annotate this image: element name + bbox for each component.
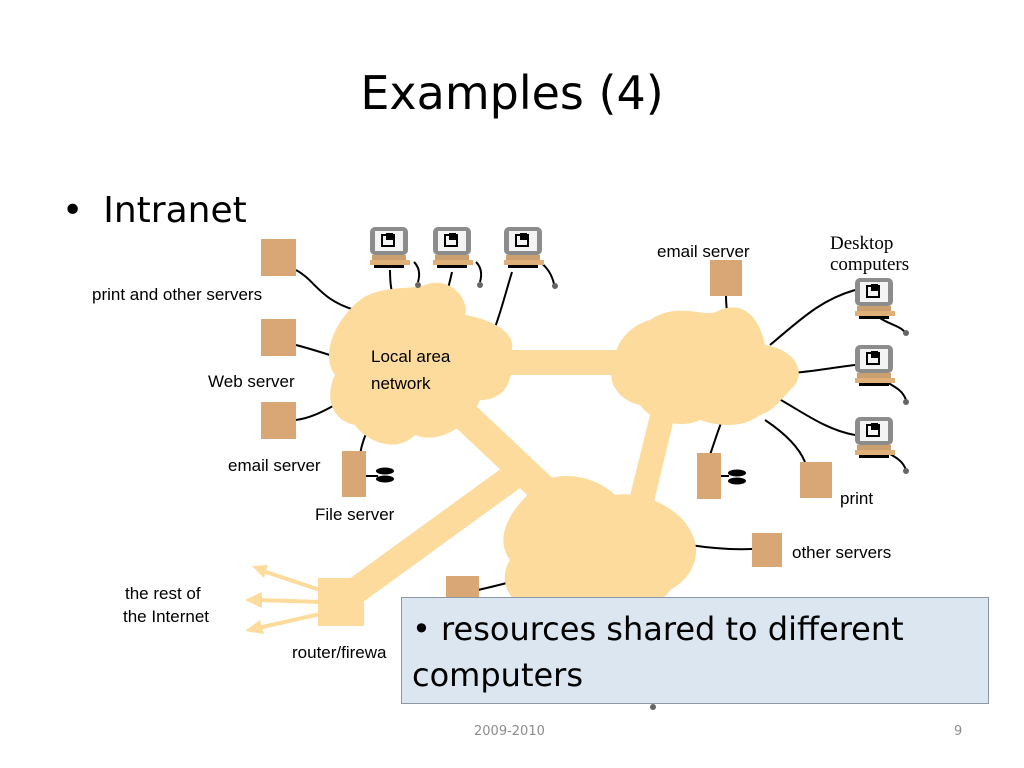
callout-text: • resources shared to different computer… — [412, 610, 904, 694]
computer-icon — [369, 226, 411, 269]
print-label: print — [840, 489, 873, 508]
computer-icon — [503, 226, 545, 269]
rest-of-internet-line1: the rest of — [125, 584, 201, 603]
email-server-left-label: email server — [228, 456, 321, 475]
right-file-server-box — [697, 453, 721, 499]
web-server-label: Web server — [208, 372, 295, 391]
router-firewall-label: router/firewa — [292, 643, 387, 662]
web-server-box — [261, 319, 296, 356]
file-server-box — [342, 451, 366, 497]
bullet-dot: • — [62, 190, 84, 231]
lan-label-line1: Local area — [371, 347, 451, 366]
computer-icon — [854, 277, 896, 320]
bullet-intranet: • Intranet — [62, 190, 247, 231]
disk-icons — [366, 467, 746, 485]
network-clouds — [318, 282, 799, 626]
desktop-label-line1: Desktop — [830, 233, 893, 254]
computer-icon — [854, 344, 896, 387]
link-router-center — [334, 468, 520, 610]
center-cloud — [503, 475, 697, 605]
right-cloud — [611, 307, 799, 425]
email-server-right-box — [710, 260, 742, 296]
computer-icon — [432, 226, 474, 269]
slide-title: Examples (4) — [360, 66, 664, 120]
page-number: 9 — [954, 724, 963, 739]
internet-arrows — [245, 565, 321, 634]
email-server-left-box — [261, 402, 296, 439]
bullet-text: Intranet — [103, 190, 247, 231]
print-servers-label: print and other servers — [92, 285, 262, 304]
print-other-server-box — [261, 239, 296, 276]
computer-icon — [854, 416, 896, 459]
mouse-icons — [415, 282, 909, 710]
desktop-label-line2: computers — [830, 254, 909, 275]
rest-of-internet-line2: the Internet — [123, 607, 209, 626]
lan-cloud — [329, 282, 513, 445]
other-servers-label: other servers — [792, 543, 891, 562]
callout-box: • resources shared to different computer… — [401, 597, 989, 704]
print-server-box — [800, 462, 832, 498]
servers — [261, 239, 832, 604]
other-servers-box — [752, 533, 782, 567]
email-server-right-label: email server — [657, 242, 750, 261]
router-firewall-box — [318, 578, 364, 626]
file-server-label: File server — [315, 505, 395, 524]
footer-date: 2009-2010 — [474, 724, 545, 739]
lan-label-line2: network — [371, 374, 431, 393]
